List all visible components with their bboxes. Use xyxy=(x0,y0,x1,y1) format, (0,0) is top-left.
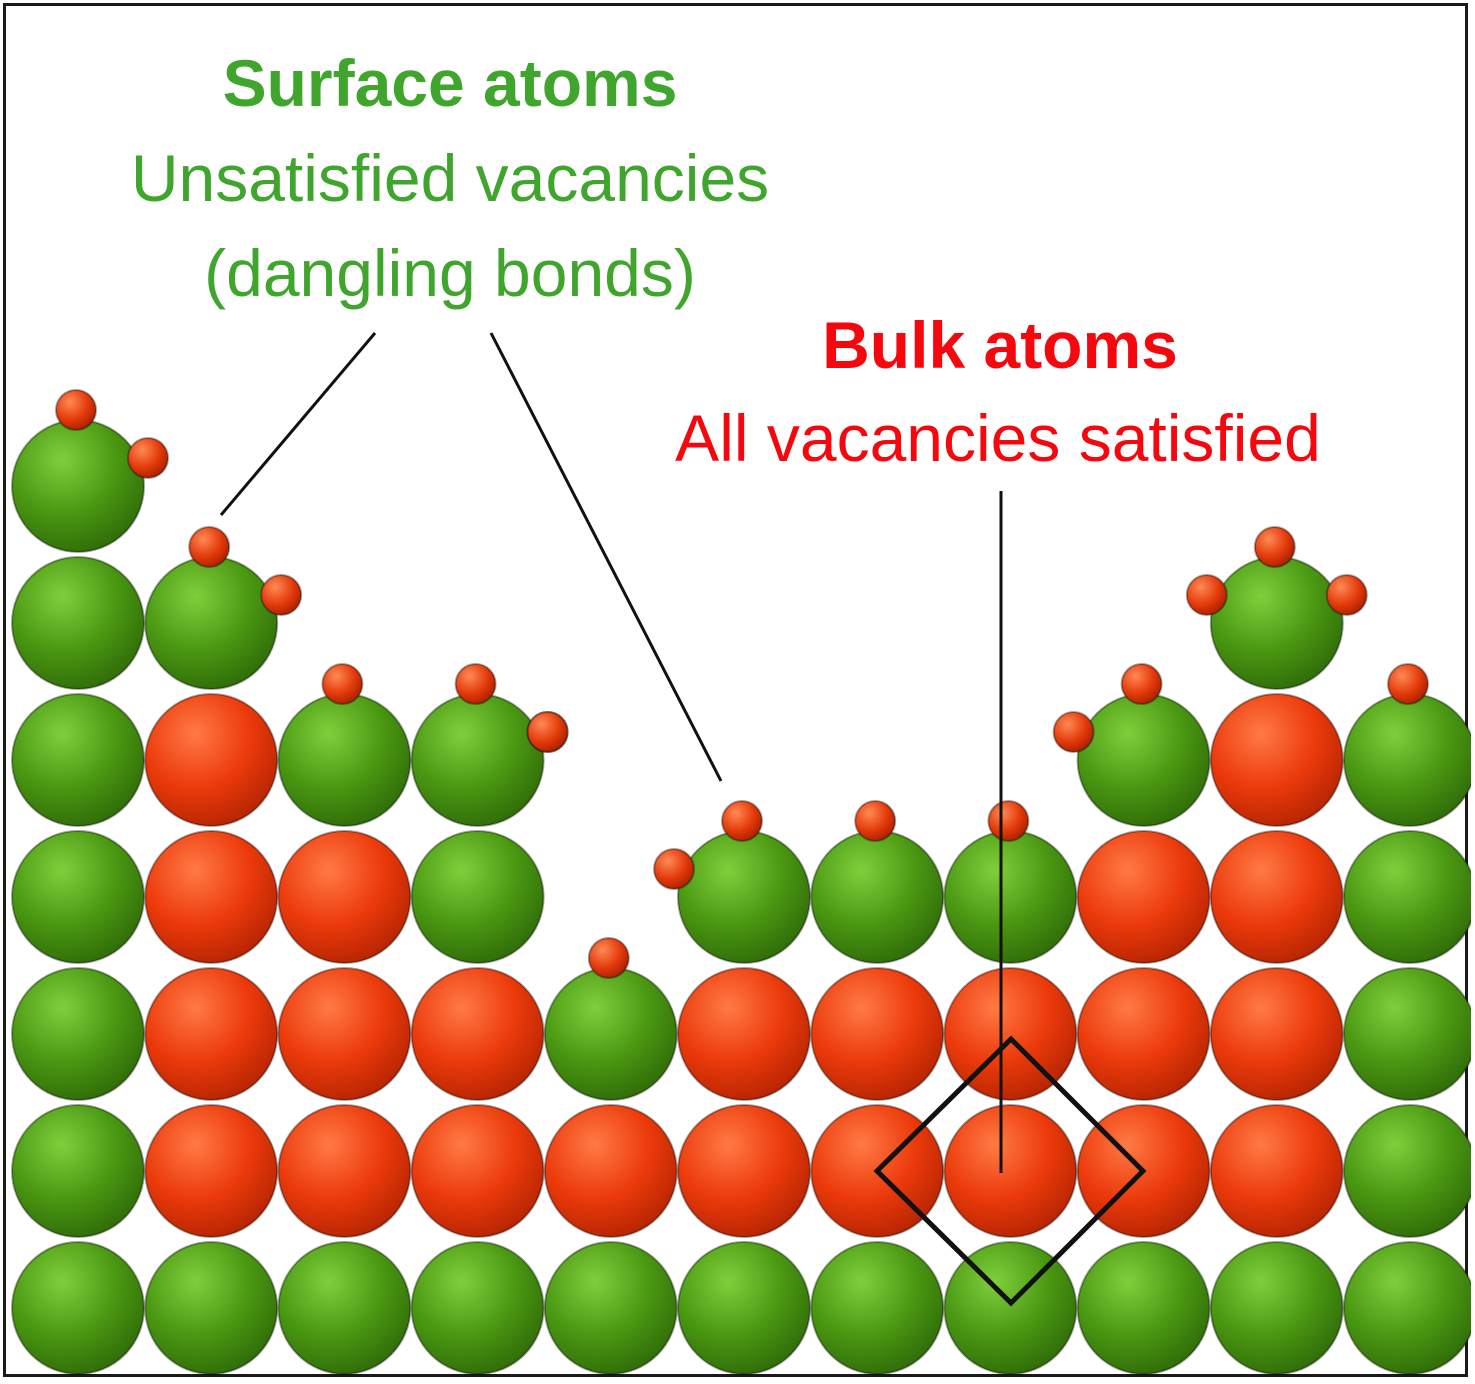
bulk-atom xyxy=(410,967,545,1101)
surface-atom xyxy=(1343,1241,1471,1375)
lattice-diagram xyxy=(11,332,1471,1375)
surface-atom xyxy=(11,556,145,690)
bulk-atom xyxy=(144,693,279,827)
surface-atom xyxy=(11,1241,145,1375)
surface-atom xyxy=(11,693,145,827)
leader-lines xyxy=(219,332,1147,1307)
dangling-bond xyxy=(454,663,497,705)
dangling-bond xyxy=(1325,574,1368,616)
dangling-bond xyxy=(1052,711,1095,753)
surface-atom xyxy=(1076,1241,1211,1375)
bulk-atom xyxy=(677,967,811,1101)
surface-atom xyxy=(277,1241,412,1375)
dangling-bond xyxy=(55,389,97,431)
dangling-bond xyxy=(188,526,231,568)
surface-atom xyxy=(410,1241,545,1375)
surface-atom xyxy=(1209,1241,1344,1375)
dangling-bond xyxy=(653,848,695,890)
surface-atom xyxy=(11,419,145,553)
surface-atom xyxy=(11,830,145,964)
surface-atoms-description-line2: (dangling bonds) xyxy=(204,236,696,310)
dangling-bond xyxy=(1253,526,1296,568)
surface-atom xyxy=(810,830,945,964)
surface-atom xyxy=(11,1104,145,1238)
bulk-atom xyxy=(1209,1104,1344,1238)
surface-atoms-description-line1: Unsatisfied vacancies xyxy=(130,141,770,215)
dangling-bond xyxy=(526,711,569,753)
surface-atom xyxy=(1343,1104,1471,1238)
surface-leader-line-left xyxy=(219,332,377,516)
bulk-atom xyxy=(1209,693,1344,827)
bulk-atom xyxy=(410,1104,545,1238)
unit-cell-diamond xyxy=(873,1035,1147,1307)
dangling-bond xyxy=(127,437,169,479)
bulk-atom xyxy=(277,967,412,1101)
bulk-atom xyxy=(277,830,412,964)
bulk-atom xyxy=(277,1104,412,1238)
bulk-atom xyxy=(1076,830,1211,964)
dangling-bond xyxy=(1185,574,1228,616)
surface-leader-line-right xyxy=(489,332,723,782)
dangling-bond xyxy=(1120,663,1163,705)
surface-atom xyxy=(810,1241,945,1375)
surface-atoms-title: Surface atoms xyxy=(222,46,678,120)
surface-atom xyxy=(1343,967,1471,1101)
bulk-atoms-title: Bulk atoms xyxy=(822,308,1178,382)
surface-atom xyxy=(943,830,1078,964)
atoms-layer xyxy=(11,389,1471,1375)
bulk-atom xyxy=(943,1104,1078,1238)
bulk-atom xyxy=(677,1104,811,1238)
dangling-bond xyxy=(260,574,303,616)
dangling-bond xyxy=(721,800,763,842)
bulk-atom xyxy=(144,967,279,1101)
dangling-bond xyxy=(1387,663,1429,705)
bulk-atom xyxy=(943,967,1078,1101)
surface-atom xyxy=(277,693,412,827)
surface-atom xyxy=(144,556,279,690)
bulk-atom xyxy=(144,830,279,964)
bulk-atom xyxy=(1209,830,1344,964)
bulk-atom xyxy=(543,1104,678,1238)
dangling-bond xyxy=(987,800,1030,842)
bulk-atom xyxy=(144,1104,279,1238)
surface-atom xyxy=(677,830,811,964)
surface-atom xyxy=(1343,693,1471,827)
surface-atom xyxy=(410,693,545,827)
surface-atom xyxy=(11,967,145,1101)
surface-atom xyxy=(1209,556,1344,690)
bulk-atom xyxy=(810,967,945,1101)
bulk-atoms-description: All vacancies satisfied xyxy=(675,401,1321,475)
surface-atom xyxy=(543,1241,678,1375)
bulk-atom xyxy=(1209,967,1344,1101)
surface-atom xyxy=(144,1241,279,1375)
surface-atom xyxy=(543,967,678,1101)
surface-atom xyxy=(1343,830,1471,964)
bulk-atom xyxy=(1076,967,1211,1101)
dangling-bond xyxy=(854,800,897,842)
dangling-bond xyxy=(587,937,630,979)
figure-frame xyxy=(3,3,1471,1377)
surface-atom xyxy=(410,830,545,964)
surface-atom xyxy=(677,1241,811,1375)
surface-atom xyxy=(943,1241,1078,1375)
surface-atom xyxy=(1076,693,1211,827)
dangling-bond xyxy=(321,663,364,705)
